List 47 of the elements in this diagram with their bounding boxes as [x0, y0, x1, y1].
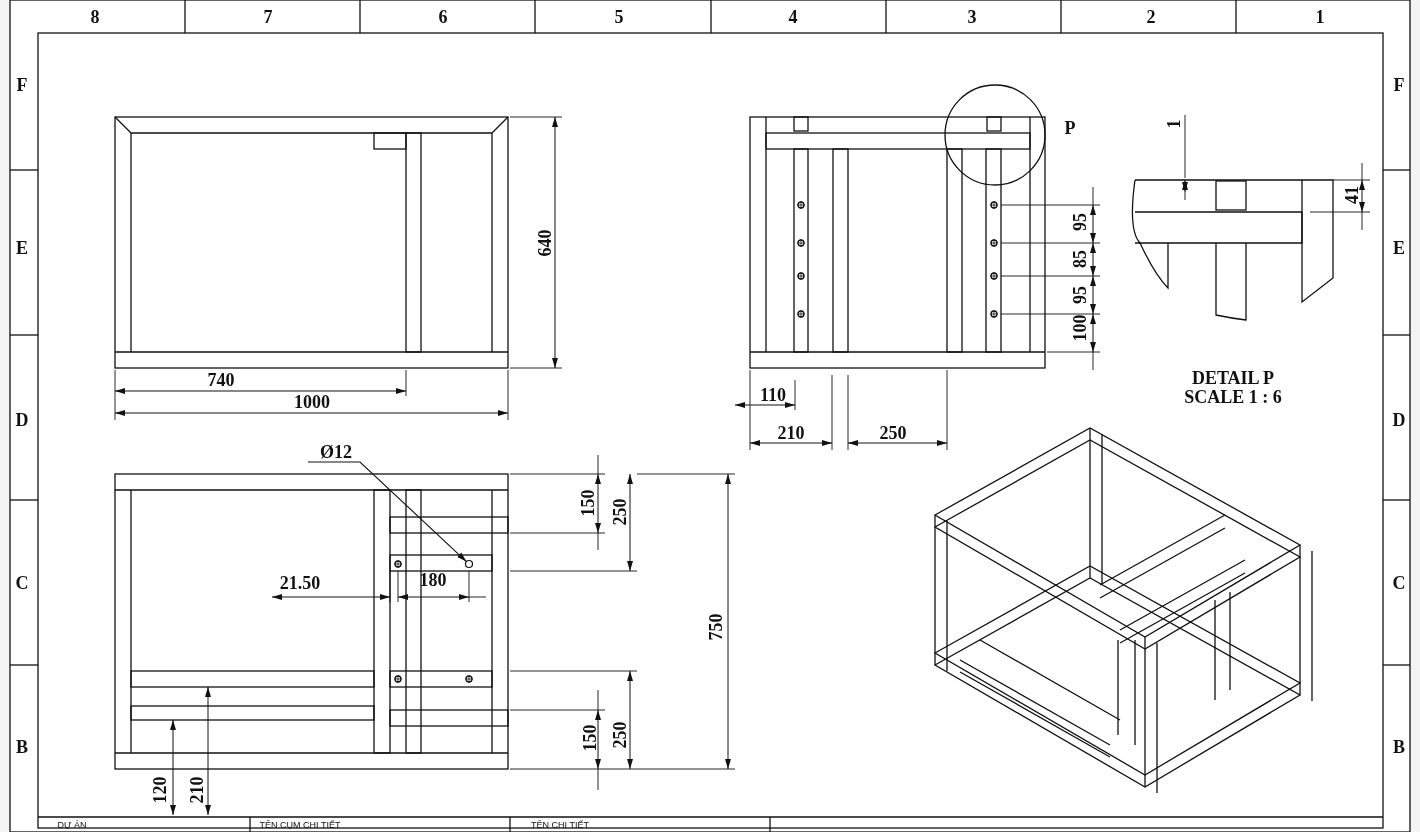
- dimension-text: 41: [1343, 186, 1361, 204]
- dimension-text: 85: [1071, 250, 1089, 268]
- zone-marker: E: [1393, 239, 1405, 257]
- dimension-text: 210: [777, 424, 805, 442]
- zone-marker: E: [16, 239, 28, 257]
- hole-marker: [464, 559, 474, 569]
- zone-marker: C: [15, 574, 29, 592]
- zone-marker: F: [16, 76, 28, 94]
- view-title: DETAIL P: [1191, 369, 1275, 387]
- title-block-label: TÊN CỤM CHI TIẾT: [259, 820, 341, 830]
- zone-marker: D: [1392, 411, 1406, 429]
- zone-marker: C: [1392, 574, 1406, 592]
- dimension-text: 100: [1071, 314, 1089, 342]
- dimension-text: 210: [188, 776, 206, 804]
- title-block-label: TÊN CHI TIẾT: [531, 820, 589, 830]
- detail-marker: P: [1064, 119, 1076, 137]
- zone-marker: B: [1393, 738, 1405, 756]
- zone-marker: 1: [1315, 8, 1325, 26]
- dimension-text: 110: [760, 386, 786, 404]
- leader-line: [307, 461, 467, 563]
- dimension-text: Ø12: [320, 443, 352, 461]
- zone-marker: B: [16, 738, 28, 756]
- zone-marker: 3: [967, 8, 977, 26]
- zone-marker: F: [1393, 76, 1405, 94]
- zone-marker: 5: [614, 8, 624, 26]
- dimension-text: 120: [151, 776, 169, 804]
- zone-marker: 6: [438, 8, 448, 26]
- zone-marker: D: [15, 411, 29, 429]
- dimension-text: 250: [611, 498, 629, 526]
- zone-marker: 7: [263, 8, 273, 26]
- zone-marker: 2: [1146, 8, 1156, 26]
- dimension-text: 640: [536, 229, 554, 257]
- zone-marker: 4: [788, 8, 798, 26]
- dimension-text: 1000: [294, 393, 330, 411]
- dimension-text: 150: [579, 489, 597, 517]
- dimension-text: 250: [879, 424, 907, 442]
- zone-marker: 8: [90, 8, 100, 26]
- dimension-text: 21.50: [279, 574, 321, 592]
- dimension-text: 740: [207, 371, 235, 389]
- scale-note: SCALE 1 : 6: [1184, 388, 1282, 406]
- dimension-text: 95: [1071, 213, 1089, 231]
- dimension-text: 750: [707, 613, 725, 641]
- dimension-text: 1: [1165, 119, 1183, 129]
- dimension-text: 95: [1071, 286, 1089, 304]
- dimension-text: 150: [581, 724, 599, 752]
- title-block-label: DỰ ÁN: [57, 820, 87, 830]
- dimension-text: 250: [611, 721, 629, 749]
